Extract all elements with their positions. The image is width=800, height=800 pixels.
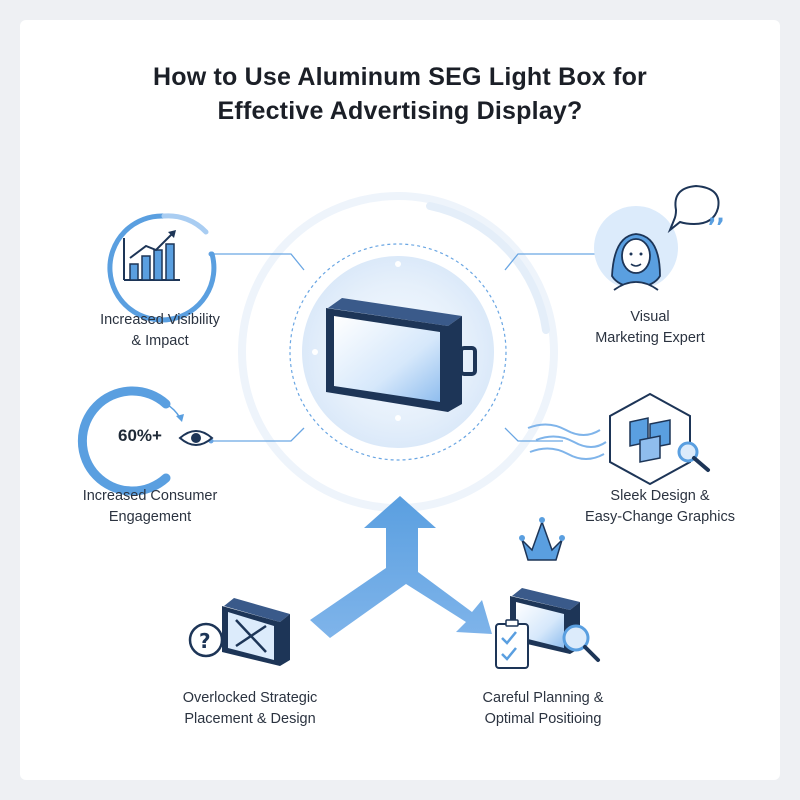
label-expert-line-2: Marketing Expert <box>595 330 705 346</box>
label-overlooked-line-2: Placement & Design <box>184 711 316 727</box>
label-planning-line-2: Optimal Positioing <box>484 711 602 727</box>
label-engagement-line-2: Engagement <box>108 509 192 525</box>
label-expert-line-1: Visual <box>630 309 670 325</box>
label-visibility: Increased Visibility & Impact <box>60 310 260 352</box>
label-overlooked-line-1: Overlocked Strategic <box>182 690 318 706</box>
label-design: Sleek Design & Easy-Change Graphics <box>550 486 770 528</box>
label-design-line-2: Easy-Change Graphics <box>585 509 735 525</box>
question-cross-panel-icon: ? <box>188 598 290 666</box>
label-design-line-1: Sleek Design & <box>610 488 710 504</box>
label-expert: Visual Marketing Expert <box>550 307 750 349</box>
title-line-2: Effective Advertising Display? <box>217 97 583 125</box>
engagement-stat: 60%+ <box>118 426 162 445</box>
label-visibility-line-2: & Impact <box>131 333 189 349</box>
label-visibility-line-1: Increased Visibility <box>100 312 220 328</box>
label-planning: Careful Planning & Optimal Positioing <box>443 688 643 730</box>
engagement-gauge <box>77 386 184 496</box>
eye-icon <box>178 430 214 446</box>
person-speech-bubble-icon: ,, <box>594 184 725 291</box>
svg-text:,,: ,, <box>708 203 725 228</box>
bar-chart-growth-icon <box>107 213 217 323</box>
checklist-magnifier-icon <box>495 588 600 669</box>
title-line-1: How to Use Aluminum SEG Light Box for <box>153 63 647 91</box>
label-engagement-line-1: Increased Consumer <box>82 488 218 504</box>
crown-icon <box>519 517 565 561</box>
svg-text:?: ? <box>199 629 211 653</box>
hexagon-panels-search-icon <box>527 392 710 486</box>
label-overlooked: Overlocked Strategic Placement & Design <box>150 688 350 730</box>
seg-light-box-icon <box>326 298 477 412</box>
label-engagement: Increased Consumer Engagement <box>50 486 250 528</box>
label-planning-line-1: Careful Planning & <box>482 690 604 706</box>
flow-arrow <box>310 496 492 638</box>
